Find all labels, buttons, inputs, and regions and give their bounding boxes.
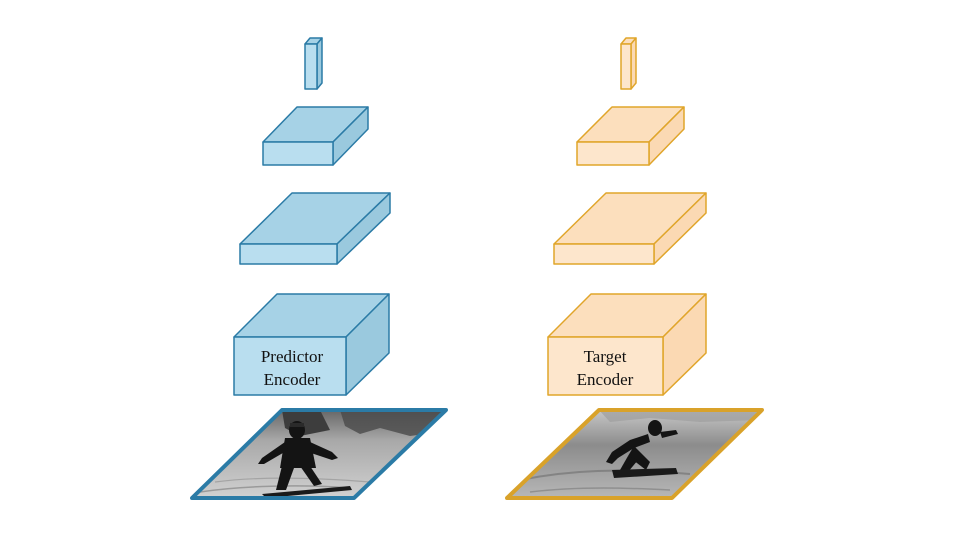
predictor-input-image xyxy=(190,408,448,500)
target-label-line2: Encoder xyxy=(577,370,634,389)
snowboarder-figure-carving xyxy=(606,420,678,478)
predictor-output-token xyxy=(304,37,323,90)
target-layer-2 xyxy=(553,192,707,265)
target-layer-3 xyxy=(576,106,685,166)
target-input-image xyxy=(505,408,764,500)
predictor-layer-3 xyxy=(262,106,369,166)
predictor-encoder-block: Predictor Encoder xyxy=(233,293,390,396)
target-column: Target Encoder xyxy=(505,37,764,500)
predictor-label-line1: Predictor xyxy=(261,347,324,366)
target-encoder-block: Target Encoder xyxy=(547,293,707,396)
target-label-line1: Target xyxy=(584,347,627,366)
snowboarder-figure xyxy=(258,421,352,498)
target-output-token xyxy=(620,37,637,90)
predictor-label-line2: Encoder xyxy=(264,370,321,389)
predictor-column: Predictor Encoder xyxy=(190,37,448,500)
predictor-layer-2 xyxy=(239,192,391,265)
